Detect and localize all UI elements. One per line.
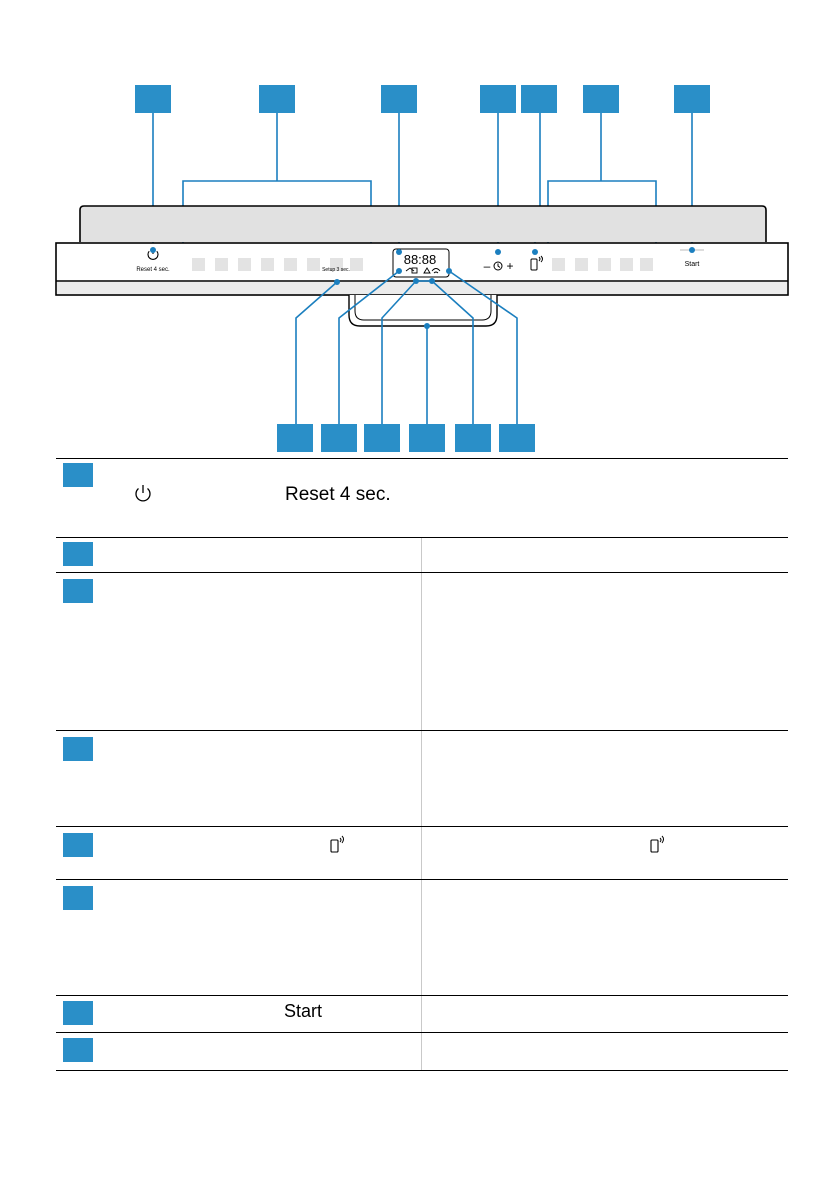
callout-badge-2	[259, 85, 295, 113]
legend-badge	[63, 886, 93, 910]
legend-row-2	[56, 538, 788, 572]
callout-badge-3	[381, 85, 417, 113]
bottom-leader-lines	[295, 270, 518, 424]
bottom-callouts	[277, 424, 535, 452]
legend-badge	[63, 463, 93, 487]
callout-badge-9	[321, 424, 357, 452]
legend-badge	[63, 1001, 93, 1025]
power-button-label: Reset 4 sec.	[136, 267, 170, 273]
power-icon	[135, 485, 151, 502]
timer-minus-button[interactable]: –	[484, 259, 491, 273]
legend-text: Reset 4 sec.	[285, 484, 391, 505]
option-key-5[interactable]	[640, 258, 653, 271]
legend-badge	[63, 737, 93, 761]
program-key-5[interactable]	[284, 258, 297, 271]
callout-badge-5	[521, 85, 557, 113]
setup-button-label: Setup 3 sec.	[322, 267, 350, 273]
legend-row-1: Reset 4 sec.	[56, 459, 788, 537]
callout-badge-13	[499, 424, 535, 452]
program-key-4[interactable]	[261, 258, 274, 271]
legend-badge	[63, 579, 93, 603]
callout-badge-6	[583, 85, 619, 113]
legend-row-5	[56, 827, 788, 879]
program-key-1[interactable]	[192, 258, 205, 271]
display-digits: 88:88	[404, 252, 437, 267]
option-key-1[interactable]	[552, 258, 565, 271]
callout-dots	[150, 247, 695, 329]
legend-row-7: Start	[56, 996, 788, 1032]
legend-row-3	[56, 573, 788, 730]
option-key-2[interactable]	[575, 258, 588, 271]
legend-badge	[63, 542, 93, 566]
option-key-4[interactable]	[620, 258, 633, 271]
program-key-7[interactable]	[330, 258, 343, 271]
callout-badge-10	[364, 424, 400, 452]
legend-row-8	[56, 1033, 788, 1070]
control-panel-diagram: Reset 4 sec. Setup 3 sec. 88:88 – +	[55, 85, 789, 452]
start-button[interactable]: Start	[685, 261, 700, 268]
callout-badge-7	[674, 85, 710, 113]
display-status-icons	[405, 267, 441, 274]
callout-badge-12	[455, 424, 491, 452]
remote-start-icon	[330, 835, 344, 853]
program-keys	[192, 258, 363, 271]
callout-badge-4	[480, 85, 516, 113]
callout-badge-8	[277, 424, 313, 452]
callout-badge-11	[409, 424, 445, 452]
program-key-2[interactable]	[215, 258, 228, 271]
legend-badge	[63, 1038, 93, 1062]
legend-row-4	[56, 731, 788, 826]
remote-start-icon[interactable]	[530, 255, 543, 271]
timer-plus-button[interactable]: +	[506, 259, 513, 273]
legend-text: Start	[284, 1001, 323, 1021]
door-top	[79, 205, 767, 242]
program-key-8[interactable]	[350, 258, 363, 271]
door-handle	[348, 295, 498, 327]
top-callouts	[135, 85, 710, 113]
remote-start-icon	[650, 835, 664, 853]
option-key-3[interactable]	[598, 258, 611, 271]
legend-badge	[63, 833, 93, 857]
legend-row-6	[56, 880, 788, 995]
program-key-6[interactable]	[307, 258, 320, 271]
option-keys	[552, 258, 653, 271]
timer-clock-icon	[493, 261, 503, 271]
callout-badge-1	[135, 85, 171, 113]
program-key-3[interactable]	[238, 258, 251, 271]
